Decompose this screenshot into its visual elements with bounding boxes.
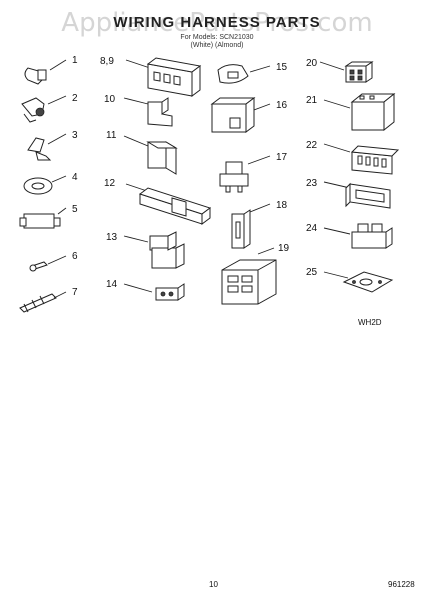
label-22: 22 <box>306 140 318 151</box>
label-11: 11 <box>106 130 117 141</box>
part-15: 15 <box>217 62 288 84</box>
watermark: AppliancePartsPros.com <box>61 8 373 38</box>
label-2: 2 <box>72 93 78 104</box>
part-7: 7 <box>19 287 78 313</box>
label-12: 12 <box>104 178 116 189</box>
label-24: 24 <box>306 223 318 234</box>
part-14: 14 <box>106 279 185 301</box>
part-4: 4 <box>23 172 78 195</box>
color-line: (White) (Almond) <box>190 42 244 49</box>
label-8-9: 8,9 <box>100 56 114 67</box>
part-21: 21 <box>306 92 396 132</box>
part-5: 5 <box>19 204 78 229</box>
label-3: 3 <box>72 130 78 141</box>
part-18: 18 <box>231 200 288 249</box>
label-23: 23 <box>306 178 318 189</box>
part-1: 1 <box>24 55 78 85</box>
part-3: 3 <box>27 130 78 161</box>
label-18: 18 <box>276 200 288 211</box>
diagram-code: WH2D <box>358 318 382 327</box>
label-5: 5 <box>72 204 78 215</box>
part-19: 19 <box>221 243 290 305</box>
label-17: 17 <box>276 152 288 163</box>
label-1: 1 <box>72 55 78 66</box>
label-25: 25 <box>306 267 318 278</box>
label-7: 7 <box>72 287 78 298</box>
page-title: WIRING HARNESS PARTS <box>113 14 321 31</box>
part-16: 16 <box>210 97 288 133</box>
part-6: 6 <box>29 251 78 272</box>
part-2: 2 <box>21 93 78 123</box>
label-16: 16 <box>276 100 288 111</box>
part-20: 20 <box>306 58 374 83</box>
label-21: 21 <box>306 95 318 106</box>
part-22: 22 <box>306 140 400 175</box>
model-line: For Models: SCN21030 <box>180 34 254 41</box>
part-12: 12 <box>104 178 212 225</box>
date-code: 961228 <box>388 580 415 589</box>
part-17: 17 <box>219 152 288 193</box>
part-11: 11 <box>106 130 178 175</box>
label-15: 15 <box>276 62 288 73</box>
label-6: 6 <box>72 251 78 262</box>
part-8-9: 8,9 <box>100 56 202 97</box>
part-23: 23 <box>306 178 391 209</box>
page-number: 10 <box>209 580 218 589</box>
part-24: 24 <box>306 223 393 249</box>
part-13: 13 <box>106 231 185 269</box>
label-19: 19 <box>278 243 290 254</box>
label-20: 20 <box>306 58 318 69</box>
label-10: 10 <box>104 94 116 105</box>
part-25: 25 <box>306 267 394 293</box>
label-4: 4 <box>72 172 78 183</box>
part-10: 10 <box>104 94 173 127</box>
label-14: 14 <box>106 279 118 290</box>
label-13: 13 <box>106 232 118 243</box>
